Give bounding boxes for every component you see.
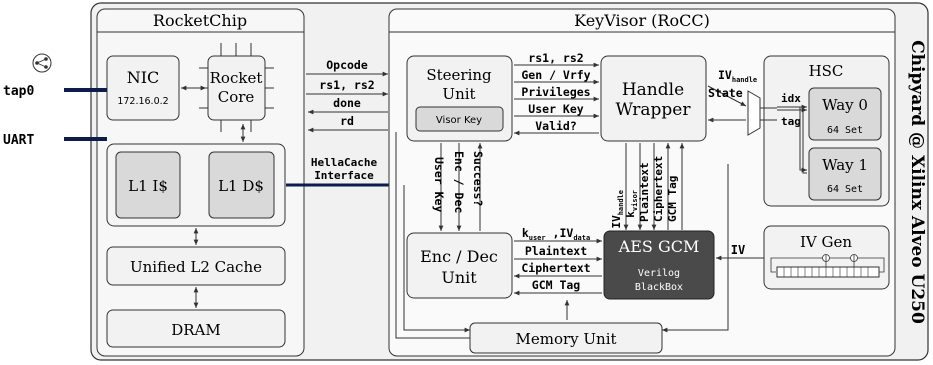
sig-gcm-tag-v: GCM Tag [666, 176, 679, 222]
ea-signal-key-iv: kuser ,IVdata [522, 226, 590, 242]
encdec-label-2: Unit [441, 268, 477, 287]
l1d-box [208, 151, 275, 219]
sh-signal-4: User Key [528, 102, 583, 116]
share-icon [32, 53, 52, 73]
sig-rd: rd [340, 114, 354, 128]
rocketchip-title: RocketChip [153, 11, 247, 30]
dram-box [106, 309, 286, 348]
steering-label-1: Steering [426, 66, 492, 84]
sig-k-visor: kvisor [624, 190, 639, 218]
dram-label: DRAM [171, 321, 221, 339]
way0-box [808, 87, 882, 141]
ea-signal-ciphertext: Ciphertext [521, 261, 590, 275]
hsc-title: HSC [809, 62, 844, 80]
hsc-tag-label: tag [781, 115, 801, 128]
sh-signal-5: Valid? [535, 119, 577, 133]
way1-box [808, 147, 882, 201]
nic-label: NIC [127, 68, 160, 87]
sh-signal-1: rs1, rs2 [528, 51, 583, 65]
way1-label: Way 1 [822, 156, 868, 174]
board-label: Chipyard @ Xilinx Alveo U250 [907, 40, 927, 324]
sig-success: Success? [471, 151, 485, 206]
ivgen-title: IV Gen [800, 233, 852, 251]
sig-ciphertext-v: Ciphertext [652, 156, 665, 222]
handle-label-2: Wrapper [616, 100, 692, 120]
uart-label: UART [3, 133, 34, 148]
nic-ip: 172.16.0.2 [117, 96, 168, 107]
hellacache-label-1: HellaCache [311, 156, 378, 169]
way0-label: Way 0 [822, 96, 868, 114]
sig-user-key: User Key [432, 157, 446, 212]
sh-signal-3: Privileges [521, 85, 590, 99]
keyvisor-title: KeyVisor (RoCC) [574, 11, 710, 30]
core-label-2: Core [218, 88, 255, 106]
l1i-label: L1 I$ [128, 177, 168, 195]
hsc-idx-label: idx [781, 92, 801, 105]
sh-signal-2: Gen / Vrfy [521, 68, 590, 82]
visor-key-label: Visor Key [436, 115, 482, 126]
visor-key-box [415, 106, 504, 132]
memory-unit-label: Memory Unit [515, 330, 616, 348]
sig-iv-handle: IVhandle [610, 190, 625, 229]
handle-wrapper-box [600, 55, 707, 142]
sig-opcode: Opcode [326, 58, 368, 72]
way1-set: 64 Set [827, 184, 863, 195]
hsc-sig-iv: IVhandle [718, 68, 757, 84]
handle-label-1: Handle [622, 80, 684, 100]
l2-cache-box [106, 246, 286, 286]
ea-signal-gcm-tag: GCM Tag [532, 278, 581, 292]
aes-gcm-box [603, 230, 715, 300]
encdec-unit-box [406, 232, 513, 299]
l1d-label: L1 D$ [218, 177, 264, 195]
hsc-sig-state: State [708, 86, 743, 100]
sig-rs: rs1, rs2 [319, 78, 374, 92]
hsc-mux [747, 90, 761, 136]
lfsr-register [770, 254, 885, 278]
aes-sub-2: BlackBox [635, 282, 683, 293]
ea-signal-plaintext: Plaintext [525, 244, 587, 258]
sig-plaintext-v: Plaintext [638, 162, 651, 222]
l1i-box [115, 151, 181, 219]
steering-label-2: Unit [442, 85, 475, 103]
core-label-1: Rocket [210, 69, 263, 87]
way0-set: 64 Set [827, 125, 863, 136]
rocket-core: Rocket Core [199, 43, 274, 132]
memory-unit-box [469, 322, 663, 354]
ivgen-iv-label: IV [731, 243, 745, 257]
nic-box [106, 55, 180, 121]
l2-label: Unified L2 Cache [130, 258, 262, 276]
aes-sub-1: Verilog [638, 268, 680, 279]
encdec-label-1: Enc / Dec [420, 247, 498, 266]
hellacache-label-2: Interface [314, 169, 374, 182]
tap0-label: tap0 [3, 84, 34, 99]
sig-enc-dec: Enc / Dec [452, 151, 466, 213]
sig-done: done [333, 96, 361, 110]
aes-title: AES GCM [618, 237, 700, 256]
